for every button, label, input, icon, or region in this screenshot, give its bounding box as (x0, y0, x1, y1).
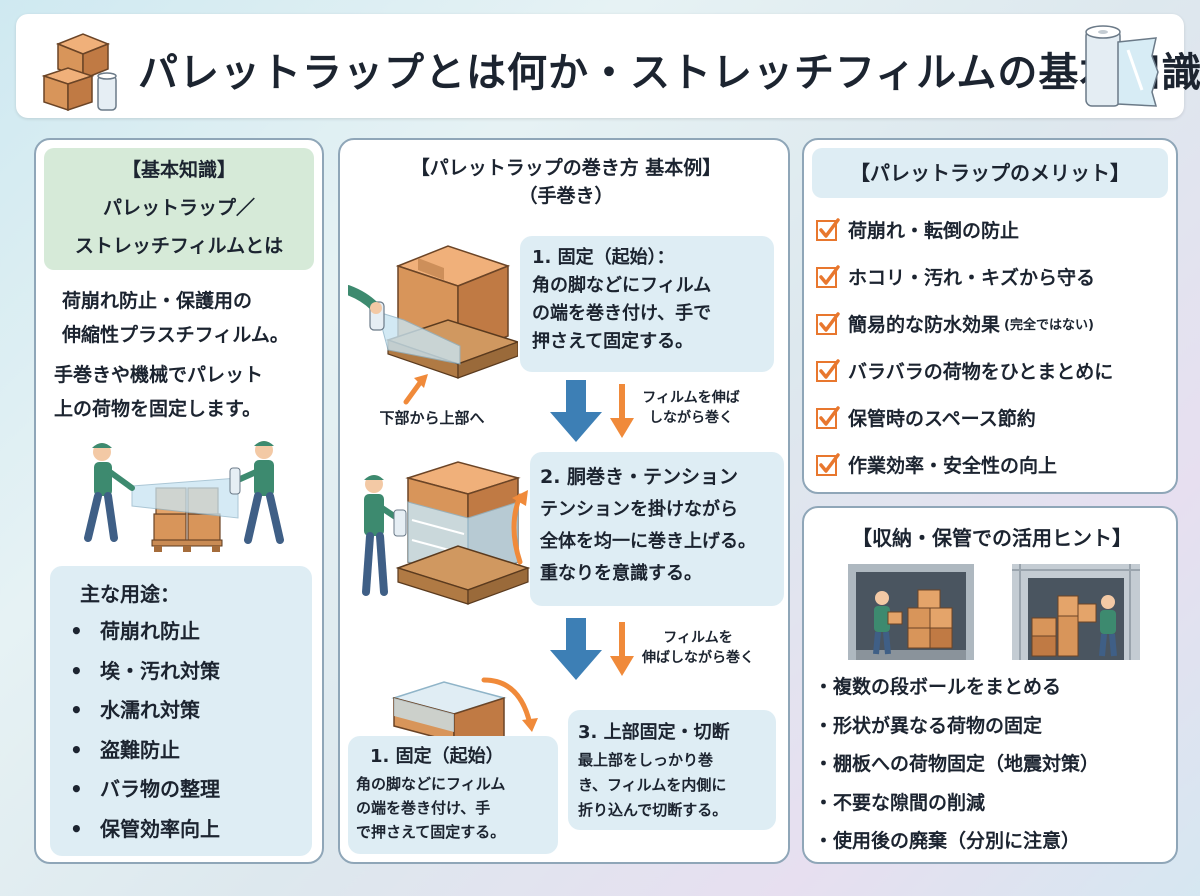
stretch-label-line: フィルムを (663, 630, 733, 646)
step3a-body: 角の脚などにフィルム (356, 775, 506, 793)
step2-illustration (362, 461, 530, 605)
check-icon (816, 264, 840, 288)
step3-illustration (391, 681, 507, 742)
step3b-body: 最上部をしっかり巻 (578, 751, 714, 769)
check-icon (816, 358, 840, 382)
heading-line: ストレッチフィルムとは (74, 235, 284, 257)
boxes-icon (41, 33, 117, 112)
merit-note: (完全ではない) (1004, 318, 1094, 333)
intro-line: 上の荷物を固定します。 (54, 398, 262, 420)
arrow-down-icon (610, 384, 634, 438)
list-item: バラバラの荷物をひとまとめに (816, 347, 1172, 394)
bottom-to-top-label: 下部から上部へ (379, 409, 485, 427)
list-item: 埃・汚れ対策 (64, 652, 298, 692)
list-item: 荷崩れ・転倒の防止 (816, 206, 1172, 253)
steps-title-line: 【パレットラップの巻き方 基本例】 (410, 157, 722, 179)
header: パレットラップとは何か・ストレッチフィルムの基本知識 (16, 14, 1200, 118)
step3a-body: で押さえて固定する。 (356, 823, 506, 841)
heading-line: パレットラップ／ (102, 197, 255, 219)
page-title: パレットラップとは何か・ストレッチフィルムの基本知識 (138, 50, 1200, 96)
step2-body: テンションを掛けながら (540, 499, 738, 520)
step3b-body: 折り込んで切断する。 (578, 801, 728, 819)
list-item: 複数の段ボールをまとめる (814, 668, 1170, 707)
merit-text: 簡易的な防水効果 (848, 314, 1001, 336)
intro-line: 荷崩れ防止・保護用の (62, 290, 253, 312)
step3b-title: 3. 上部固定・切断 (578, 722, 730, 743)
arrow-down-icon (550, 618, 602, 680)
basic-knowledge-panel: 【基本知識】 パレットラップ／ ストレッチフィルムとは 荷崩れ防止・保護用の 伸… (34, 138, 324, 864)
stretch-label-line: フィルムを伸ば (642, 390, 740, 406)
list-item: 形状が異なる荷物の固定 (814, 707, 1170, 746)
step3-cut-box: 3. 上部固定・切断 最上部をしっかり巻 き、フィルムを内側に 折り込んで切断す… (568, 710, 776, 830)
list-item: 棚板への荷物固定（地震対策） (814, 745, 1170, 784)
list-item: 荷崩れ防止 (64, 612, 298, 652)
steps-title-line: （手巻き） (518, 185, 614, 207)
step1-box: 1. 固定（起始）： 角の脚などにフィルム の端を巻き付け、手で 押さえて固定す… (520, 236, 774, 372)
step1-body: 押さえて固定する。 (532, 331, 694, 352)
step3a-title: 1. 固定（起始） (370, 746, 504, 767)
step3-fix-box: 1. 固定（起始） 角の脚などにフィルム の端を巻き付け、手 で押さえて固定する… (348, 736, 558, 854)
intro-line: 伸縮性プラスチフィルム。 (62, 324, 289, 346)
merits-title: 【パレットラップのメリット】 (812, 148, 1168, 198)
steps-title: 【パレットラップの巻き方 基本例】 （手巻き） (340, 154, 792, 210)
film-roll-icon (1085, 25, 1159, 107)
step3a-body: の端を巻き付け、手 (356, 799, 491, 817)
arrow-down-icon (610, 622, 634, 676)
intro-text: 荷崩れ防止・保護用の 伸縮性プラスチフィルム。 手巻きや機械でパレット 上の荷物… (54, 284, 316, 426)
hints-title: 【収納・保管での活用ヒント】 (852, 526, 1132, 550)
stretch-label: フィルムを伸ば しながら巻く (636, 388, 746, 428)
list-item: 水濡れ対策 (64, 691, 298, 731)
check-icon (816, 217, 840, 241)
main-uses-box: 主な用途： 荷崩れ防止 埃・汚れ対策 水濡れ対策 盗難防止 バラ物の整理 保管効… (50, 566, 312, 856)
check-icon (816, 405, 840, 429)
intro-line: 手巻きや機械でパレット (54, 364, 264, 386)
list-item: バラ物の整理 (64, 770, 298, 810)
merit-text: バラバラの荷物をひとまとめに (848, 361, 1114, 383)
arrow-down-icon (550, 380, 602, 442)
merit-text: ホコリ・汚れ・キズから守る (848, 267, 1096, 289)
wrapping-steps-panel: 【パレットラップの巻き方 基本例】 （手巻き） 下部から上部へ 1. 固定（起始… (338, 138, 790, 864)
list-item: 保管時のスペース節約 (816, 394, 1172, 441)
storage-unit-illustration (848, 564, 974, 660)
curved-arrow-icon (481, 677, 538, 732)
step1-illustration (348, 245, 518, 379)
uses-title: 主な用途： (80, 582, 180, 606)
stretch-label-line: 伸ばしながら巻く (642, 650, 754, 666)
uses-list: 荷崩れ防止 埃・汚れ対策 水濡れ対策 盗難防止 バラ物の整理 保管効率向上 (64, 612, 298, 849)
heading-line: 【基本知識】 (121, 159, 236, 181)
list-item: 保管効率向上 (64, 810, 298, 850)
merit-text: 保管時のスペース節約 (848, 408, 1036, 430)
list-item: 作業効率・安全性の向上 (816, 441, 1172, 488)
step1-body: 角の脚などにフィルム (532, 275, 712, 296)
hints-list: 複数の段ボールをまとめる 形状が異なる荷物の固定 棚板への荷物固定（地震対策） … (814, 668, 1170, 861)
list-item: ホコリ・汚れ・キズから守る (816, 253, 1172, 300)
step1-body: の端を巻き付け、手で (532, 303, 712, 324)
stretch-label-line: しながら巻く (649, 410, 733, 426)
step2-body: 重なりを意識する。 (540, 563, 702, 584)
step2-body: 全体を均一に巻き上げる。 (540, 531, 756, 552)
basic-knowledge-heading: 【基本知識】 パレットラップ／ ストレッチフィルムとは (44, 148, 314, 270)
container-illustration (1012, 564, 1140, 660)
step2-title: 2. 胴巻き・テンション (540, 466, 739, 488)
step1-title: 1. 固定（起始）： (532, 247, 675, 268)
workers-wrapping-illustration (84, 441, 284, 552)
merits-panel: 【パレットラップのメリット】 荷崩れ・転倒の防止 ホコリ・汚れ・キズから守る 簡… (802, 138, 1178, 494)
curved-arrow-icon (511, 490, 528, 565)
merits-list: 荷崩れ・転倒の防止 ホコリ・汚れ・キズから守る 簡易的な防水効果 (完全ではない… (816, 206, 1172, 488)
curved-arrow-icon (403, 374, 428, 405)
list-item: 不要な隙間の削減 (814, 784, 1170, 823)
list-item: 盗難防止 (64, 731, 298, 771)
merit-text: 荷崩れ・転倒の防止 (848, 220, 1020, 242)
merit-text: 作業効率・安全性の向上 (848, 455, 1058, 477)
storage-hints-panel: 【収納・保管での活用ヒント】 複数の段ボールをまとめる 形状が異な (802, 506, 1178, 864)
step3b-body: き、フィルムを内側に (578, 776, 727, 794)
list-item: 使用後の廃棄（分別に注意） (814, 822, 1170, 861)
list-item: 簡易的な防水効果 (完全ではない) (816, 300, 1172, 347)
check-icon (816, 311, 840, 335)
step2-box: 2. 胴巻き・テンション テンションを掛けながら 全体を均一に巻き上げる。 重な… (530, 452, 784, 606)
check-icon (816, 452, 840, 476)
stretch-label: フィルムを 伸ばしながら巻く (638, 628, 758, 668)
